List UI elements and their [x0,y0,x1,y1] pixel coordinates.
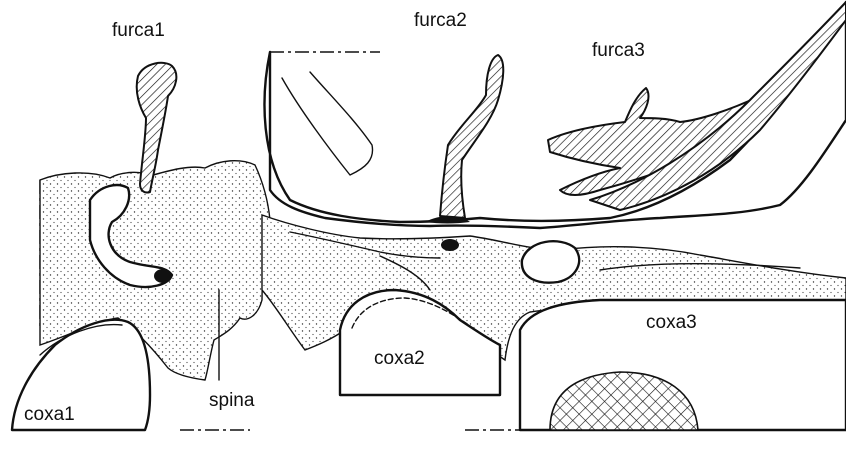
label-furca1: furca1 [112,20,165,41]
label-coxa2: coxa2 [374,348,425,369]
mesothorax-opening [441,239,459,251]
label-furca2: furca2 [414,10,467,31]
furca2-arm [440,55,503,218]
phragma-fold [282,72,373,175]
coxal-knob [522,241,579,282]
label-spina: spina [209,390,255,411]
label-coxa3: coxa3 [646,312,697,333]
label-coxa1: coxa1 [24,404,75,425]
label-furca3: furca3 [592,40,645,61]
spina-opening [154,269,172,283]
